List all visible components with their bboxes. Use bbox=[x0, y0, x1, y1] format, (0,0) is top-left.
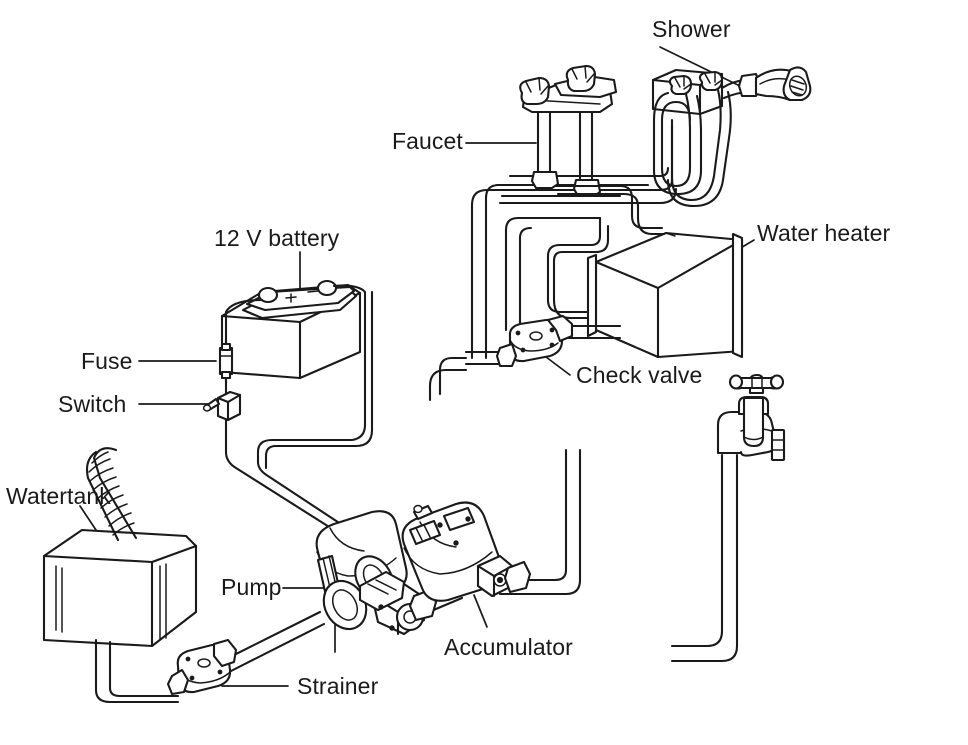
battery-wiring bbox=[224, 284, 374, 536]
hose-corrugations bbox=[88, 451, 135, 536]
shower bbox=[651, 66, 812, 208]
leader-accumulator bbox=[473, 594, 488, 628]
leader-watertank bbox=[79, 505, 97, 531]
check-valve bbox=[464, 314, 622, 368]
filler-hose bbox=[85, 447, 138, 542]
switch bbox=[202, 390, 242, 422]
outdoor-tap bbox=[670, 373, 786, 663]
strainer bbox=[166, 610, 326, 696]
faucet bbox=[519, 64, 618, 198]
pipe-faucet-feeds bbox=[554, 184, 666, 236]
fuse bbox=[218, 338, 234, 384]
label-strainer: Strainer bbox=[297, 673, 379, 699]
label-faucet: Faucet bbox=[392, 128, 463, 154]
label-accumulator: Accumulator bbox=[444, 634, 573, 660]
pipe-heater-loop bbox=[546, 216, 610, 320]
label-shower: Shower bbox=[652, 16, 731, 42]
label-battery: 12 V battery bbox=[214, 225, 340, 251]
pipe-cold-branch-outdoor bbox=[498, 448, 582, 596]
pump bbox=[315, 510, 464, 636]
label-watertank: Watertank bbox=[6, 483, 111, 509]
label-fuse: Fuse bbox=[81, 348, 133, 374]
label-switch: Switch bbox=[58, 391, 127, 417]
battery bbox=[220, 279, 362, 380]
label-water-heater: Water heater bbox=[757, 220, 891, 246]
pipe-pump-to-risers bbox=[428, 356, 468, 402]
label-pump: Pump bbox=[221, 574, 282, 600]
watertank bbox=[42, 528, 198, 704]
accumulator bbox=[401, 501, 532, 602]
water-heater bbox=[586, 231, 744, 359]
leader-shower bbox=[659, 46, 743, 88]
label-check-valve: Check valve bbox=[576, 362, 703, 388]
